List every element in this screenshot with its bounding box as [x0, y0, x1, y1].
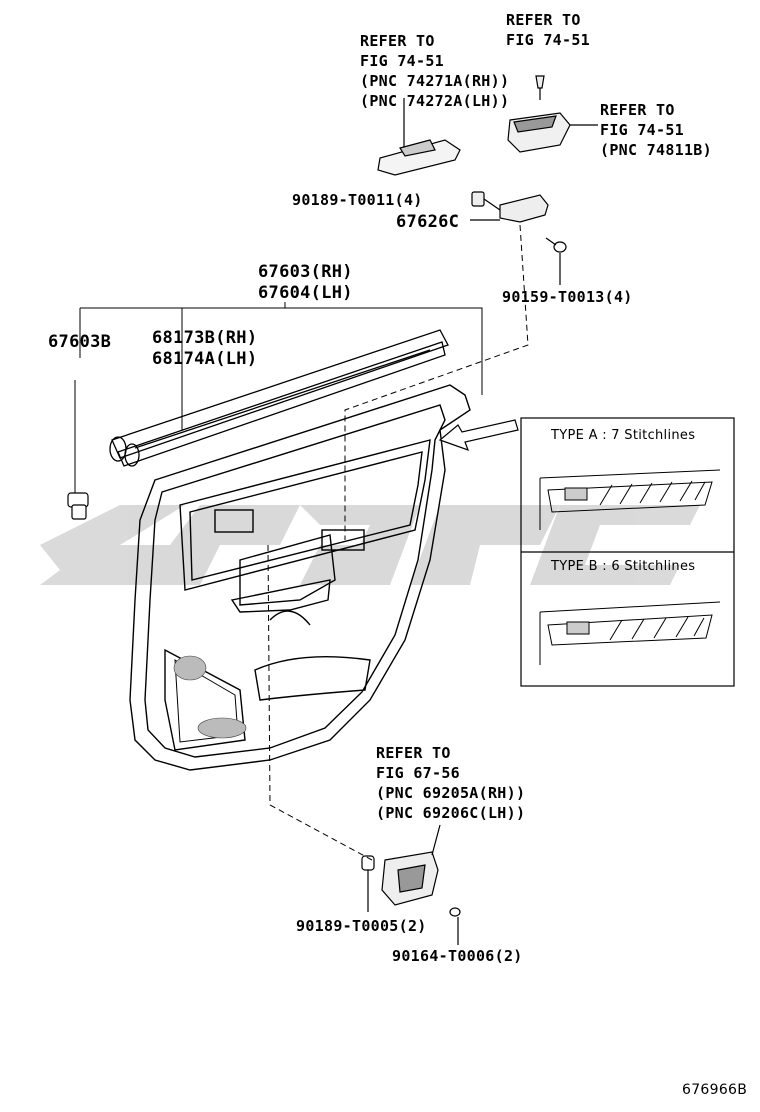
part-68173b-rh: 68173B(RH)	[152, 328, 258, 348]
leader-lines	[74, 302, 483, 493]
part-68174a-lh: 68174A(LH)	[152, 349, 258, 369]
part-67603-rh: 67603(RH)	[258, 262, 353, 282]
weatherstrip-moulding	[109, 329, 449, 467]
speaker-grille	[173, 655, 247, 739]
clip-part	[67, 492, 89, 520]
figure-code: 676966B	[682, 1082, 748, 1098]
part-67604-lh: 67604(LH)	[258, 283, 353, 303]
bracket-part	[470, 191, 549, 223]
dashed-lines	[267, 224, 529, 861]
inner-handle	[361, 824, 461, 945]
type-b-label: TYPE B : 6 Stitchlines	[551, 559, 696, 574]
stitch-type-inset	[520, 417, 735, 687]
stitch-type-b-illustration	[539, 601, 721, 665]
part-67603b: 67603B	[48, 332, 112, 352]
part-90159-t0013: 90159-T0013(4)	[502, 288, 633, 306]
part-90189-t0005: 90189-T0005(2)	[296, 917, 427, 935]
part-90189-t0011: 90189-T0011(4)	[292, 191, 423, 209]
watermark-logo	[40, 505, 700, 585]
window-switch	[377, 98, 461, 176]
callout-arrow	[438, 419, 519, 451]
door-trim-panel	[129, 384, 471, 771]
screw-part	[545, 237, 567, 285]
cup-holder	[507, 75, 598, 153]
part-67626c: 67626C	[396, 212, 460, 232]
stitch-type-a-illustration	[539, 469, 721, 530]
type-a-label: TYPE A : 7 Stitchlines	[551, 428, 696, 443]
part-90164-t0006: 90164-T0006(2)	[392, 947, 523, 965]
